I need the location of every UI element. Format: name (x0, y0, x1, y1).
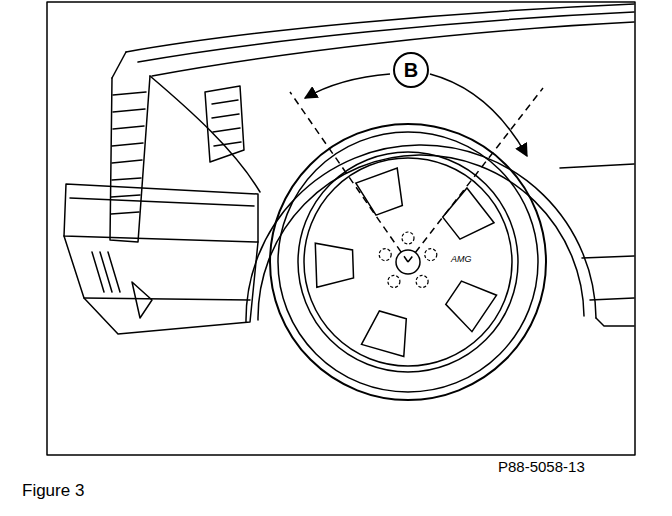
drawing-path (430, 74, 527, 156)
drawing-path (150, 76, 260, 192)
drawing-g (379, 232, 437, 287)
drawing-path (361, 309, 413, 357)
drawing-path (138, 12, 634, 62)
drawing-circle (379, 249, 391, 261)
wheel-logo: AMG (450, 254, 473, 264)
drawing-path (596, 318, 634, 326)
drawing-path (152, 22, 634, 76)
frame (47, 2, 635, 455)
car-body (47, 2, 635, 455)
drawing-circle (425, 249, 437, 261)
drawing-path (126, 4, 634, 52)
drawing-path (290, 92, 408, 262)
drawing-path (84, 298, 250, 300)
part-number: P88-5058-13 (498, 458, 585, 475)
drawing-path (356, 168, 410, 218)
drawing-path (408, 88, 543, 262)
drawing-path (441, 275, 496, 332)
drawing-path (560, 164, 634, 168)
drawing-path (132, 282, 152, 318)
drawing-circle (388, 275, 400, 287)
drawing-path (92, 252, 120, 292)
drawing-path (582, 256, 634, 258)
drawing-path (64, 236, 258, 334)
drawing-path (205, 86, 244, 162)
drawing-path (315, 242, 354, 287)
drawing-path (590, 298, 634, 300)
drawing-circle (416, 275, 428, 287)
drawing-path (212, 100, 241, 146)
callout-letter: B (392, 51, 430, 89)
callout-circle: B (392, 51, 430, 89)
drawing-path (438, 188, 494, 245)
figure-caption: Figure 3 (22, 481, 84, 501)
drawing-path (110, 76, 150, 242)
drawing-g (315, 168, 496, 356)
drawing-circle (402, 232, 414, 244)
drawing-path (70, 198, 254, 206)
drawing-path (111, 92, 146, 214)
drawing-path (112, 52, 126, 78)
drawing-path (305, 74, 390, 98)
drawing-path (64, 184, 258, 242)
angle-range (290, 74, 543, 262)
